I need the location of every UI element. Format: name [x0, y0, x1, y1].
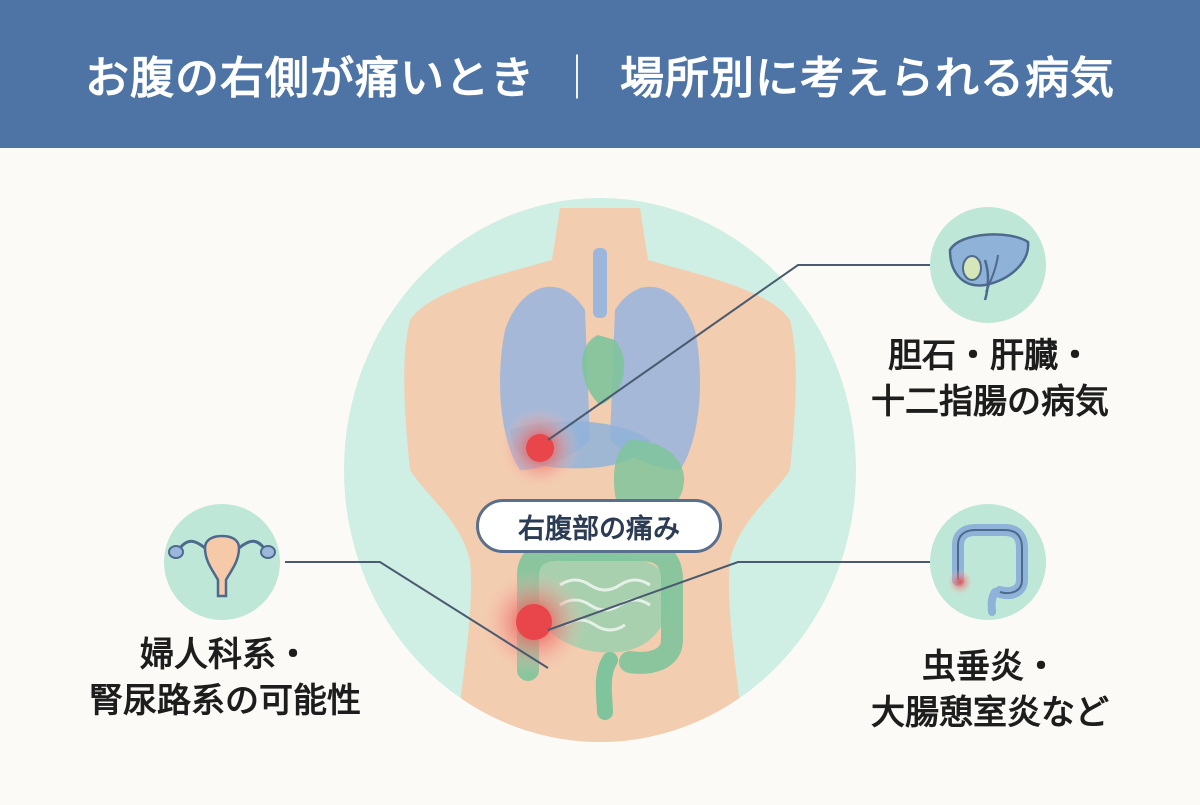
center-label: 右腹部の痛み [476, 499, 722, 553]
callout-lower-left-text: 婦人科系・ 腎尿路系の可能性 [80, 632, 370, 724]
callout-upper-right-line2: 十二指腸の病気 [871, 382, 1109, 422]
uterus-icon [164, 504, 280, 620]
liver-gallbladder-icon [930, 207, 1046, 323]
callout-line-upper-right [547, 264, 930, 441]
large-intestine [517, 538, 683, 681]
title-separator: ｜ [555, 53, 600, 104]
rectum [595, 652, 618, 720]
pain-spot-lower-core [516, 604, 552, 640]
colon-appendix-icon [930, 504, 1046, 620]
callout-line-lower-left [285, 561, 549, 669]
heart [582, 335, 625, 405]
callout-upper-right-line1: 胆石・肝臓・ [888, 336, 1092, 376]
callout-lower-right-line1: 虫垂炎・ [922, 647, 1058, 687]
title-right: 場所別に考えられる病気 [620, 53, 1115, 104]
title-left: お腹の右側が痛いとき [85, 53, 535, 104]
callout-lower-right-line2: 大腸憩室炎など [871, 693, 1109, 733]
callout-lower-right-text: 虫垂炎・ 大腸憩室炎など [860, 644, 1120, 736]
page-title: お腹の右側が痛いとき ｜ 場所別に考えられる病気 [85, 42, 1115, 106]
header-banner: お腹の右側が痛いとき ｜ 場所別に考えられる病気 [0, 0, 1200, 148]
callout-line-lower-right [547, 561, 930, 631]
callout-upper-right-text: 胆石・肝臓・ 十二指腸の病気 [870, 333, 1110, 425]
callout-lower-left-line2: 腎尿路系の可能性 [89, 681, 361, 721]
trachea [593, 248, 607, 318]
callout-lower-left-line1: 婦人科系・ [140, 635, 310, 675]
pain-spot-upper-core [526, 434, 554, 462]
left-lung [610, 286, 700, 470]
